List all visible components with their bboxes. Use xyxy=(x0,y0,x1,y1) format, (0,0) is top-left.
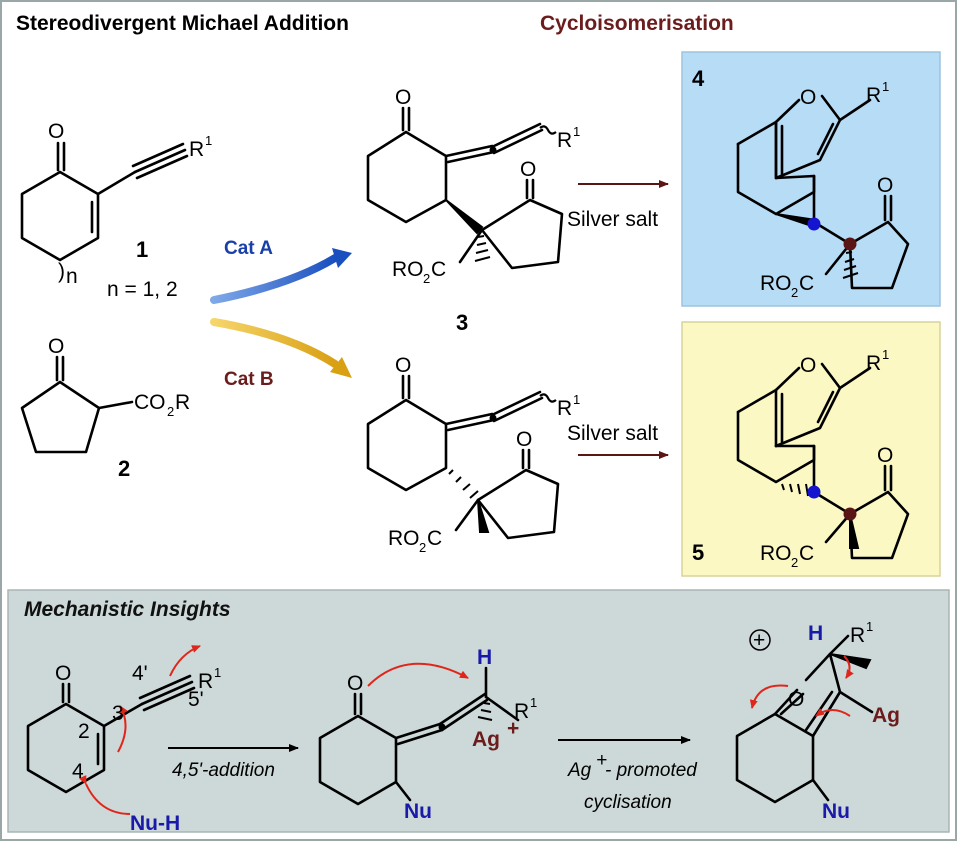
c3-ester-sub: 2 xyxy=(423,271,430,286)
c1-n-sub: n xyxy=(66,265,78,288)
s3-nucleophile: Nu xyxy=(822,800,850,823)
c3-r-group: R xyxy=(557,129,572,152)
s1-pos3: 3 xyxy=(112,702,124,725)
mech-stage-3: + O H R 1 Ag Nu xyxy=(735,619,900,823)
mechanism-title: Mechanistic Insights xyxy=(24,598,231,621)
s1-r-group: R xyxy=(198,670,213,693)
c2-ester-sub: 2 xyxy=(167,404,174,419)
c3b-r-group: R xyxy=(557,397,572,420)
s2-oxygen: O xyxy=(347,672,363,695)
c4-r-sup: 1 xyxy=(882,79,889,94)
c1-oxygen: O xyxy=(48,120,64,143)
c5-ester-pre: RO xyxy=(760,542,792,565)
product-5-box xyxy=(681,321,941,577)
step2-label-sup: + xyxy=(596,750,607,771)
c5-ketone-oxygen: O xyxy=(877,444,893,467)
cat-b-arrow xyxy=(210,318,352,378)
c1-n-label: n = 1, 2 xyxy=(107,278,178,301)
c1-r-group: R xyxy=(189,138,204,161)
c5-number: 5 xyxy=(692,540,704,565)
c4-ester-pre: RO xyxy=(760,272,792,295)
c3b-r-sup: 1 xyxy=(573,392,580,407)
c1-r-sup: 1 xyxy=(205,133,212,148)
c3-ester-pre: RO xyxy=(392,258,424,281)
compound-3-diastereomer: O O R 1 RO 2 C xyxy=(366,354,580,555)
c2-ester-co: CO xyxy=(134,391,166,414)
cat-a-label: Cat A xyxy=(224,238,273,259)
s2-silver-charge: + xyxy=(507,717,519,740)
cat-b-label: Cat B xyxy=(224,369,274,390)
compound-3: O O R 1 RO 2 C 3 xyxy=(366,86,580,335)
c3b-ester-pre: RO xyxy=(388,527,420,550)
compound-5: 5 O R 1 O RO 2 C xyxy=(692,347,910,570)
c4-r-group: R xyxy=(866,84,881,107)
s1-pos4: 4 xyxy=(72,760,84,783)
c4-stereocenter-blue xyxy=(807,217,821,231)
silver-salt-label-top: Silver salt xyxy=(567,208,658,231)
c2-ester-r: R xyxy=(175,391,190,414)
c3b-ester-c: C xyxy=(427,527,442,550)
header-michael: Stereodivergent Michael Addition xyxy=(16,12,349,35)
s1-nucleophile: Nu-H xyxy=(130,812,180,835)
s2-r-sup: 1 xyxy=(530,695,537,710)
c4-ketone-oxygen: O xyxy=(877,174,893,197)
s3-positive-charge-circle xyxy=(749,629,771,651)
compound-1: O R 1 ) n n = 1, 2 1 xyxy=(20,120,212,301)
s1-pos5p: 5' xyxy=(188,688,204,711)
c3-number: 3 xyxy=(456,310,468,335)
c2-oxygen: O xyxy=(48,335,64,358)
s1-r-sup: 1 xyxy=(214,665,221,680)
s2-r-group: R xyxy=(514,700,529,723)
s3-oxygen: O xyxy=(788,688,804,711)
silver-salt-label-bottom: Silver salt xyxy=(567,422,658,445)
step2-label-rest: - promoted xyxy=(605,760,698,781)
s3-hydrogen: H xyxy=(808,622,823,645)
s3-plus: + xyxy=(753,629,765,652)
s2-silver: Ag xyxy=(472,728,500,751)
header-cyclo: Cycloisomerisation xyxy=(540,12,734,35)
c4-furan-oxygen: O xyxy=(800,86,816,109)
c4-ester-c: C xyxy=(799,272,814,295)
c4-stereocenter-red xyxy=(843,237,857,251)
c5-ester-sub: 2 xyxy=(791,555,798,570)
s1-oxygen: O xyxy=(55,662,71,685)
s3-r-sup: 1 xyxy=(866,619,873,634)
mech-stage-1: O 2 3 4 4' 5' R 1 Nu-H xyxy=(26,645,221,835)
c2-number: 2 xyxy=(118,456,130,481)
c5-ester-c: C xyxy=(799,542,814,565)
c3b-ester-sub: 2 xyxy=(419,540,426,555)
c1-number: 1 xyxy=(136,237,148,262)
compound-4: 4 O R 1 O RO 2 C xyxy=(692,66,910,300)
c3-ester-c: C xyxy=(431,258,446,281)
c4-ester-sub: 2 xyxy=(791,285,798,300)
c5-r-group: R xyxy=(866,352,881,375)
c3-r-sup: 1 xyxy=(573,124,580,139)
s3-r-group: R xyxy=(850,624,865,647)
s3-silver: Ag xyxy=(872,704,900,727)
c3-oxygen-2: O xyxy=(520,158,536,181)
c5-stereocenter-red xyxy=(843,507,857,521)
c3b-oxygen-1: O xyxy=(395,354,411,377)
cat-a-arrow xyxy=(210,248,352,304)
compound-2: O CO 2 R 2 xyxy=(20,335,190,481)
c3b-oxygen-2: O xyxy=(516,428,532,451)
step2-label-line2: cyclisation xyxy=(584,792,672,813)
s2-hydrogen: H xyxy=(477,646,492,669)
c3-oxygen-1: O xyxy=(395,86,411,109)
c4-number: 4 xyxy=(692,66,705,91)
c5-r-sup: 1 xyxy=(882,347,889,362)
s1-pos4p: 4' xyxy=(132,662,148,685)
step2-label-ag: Ag xyxy=(567,760,592,781)
product-4-box xyxy=(681,51,941,307)
mech-stage-2: O H R 1 Ag + Nu xyxy=(318,646,537,823)
s1-pos2: 2 xyxy=(78,720,90,743)
step1-label: 4,5'-addition xyxy=(172,760,275,781)
c1-ring-bracket: ) xyxy=(58,260,65,283)
s2-nucleophile: Nu xyxy=(404,800,432,823)
c5-stereocenter-blue xyxy=(807,485,821,499)
c5-furan-oxygen: O xyxy=(800,354,816,377)
